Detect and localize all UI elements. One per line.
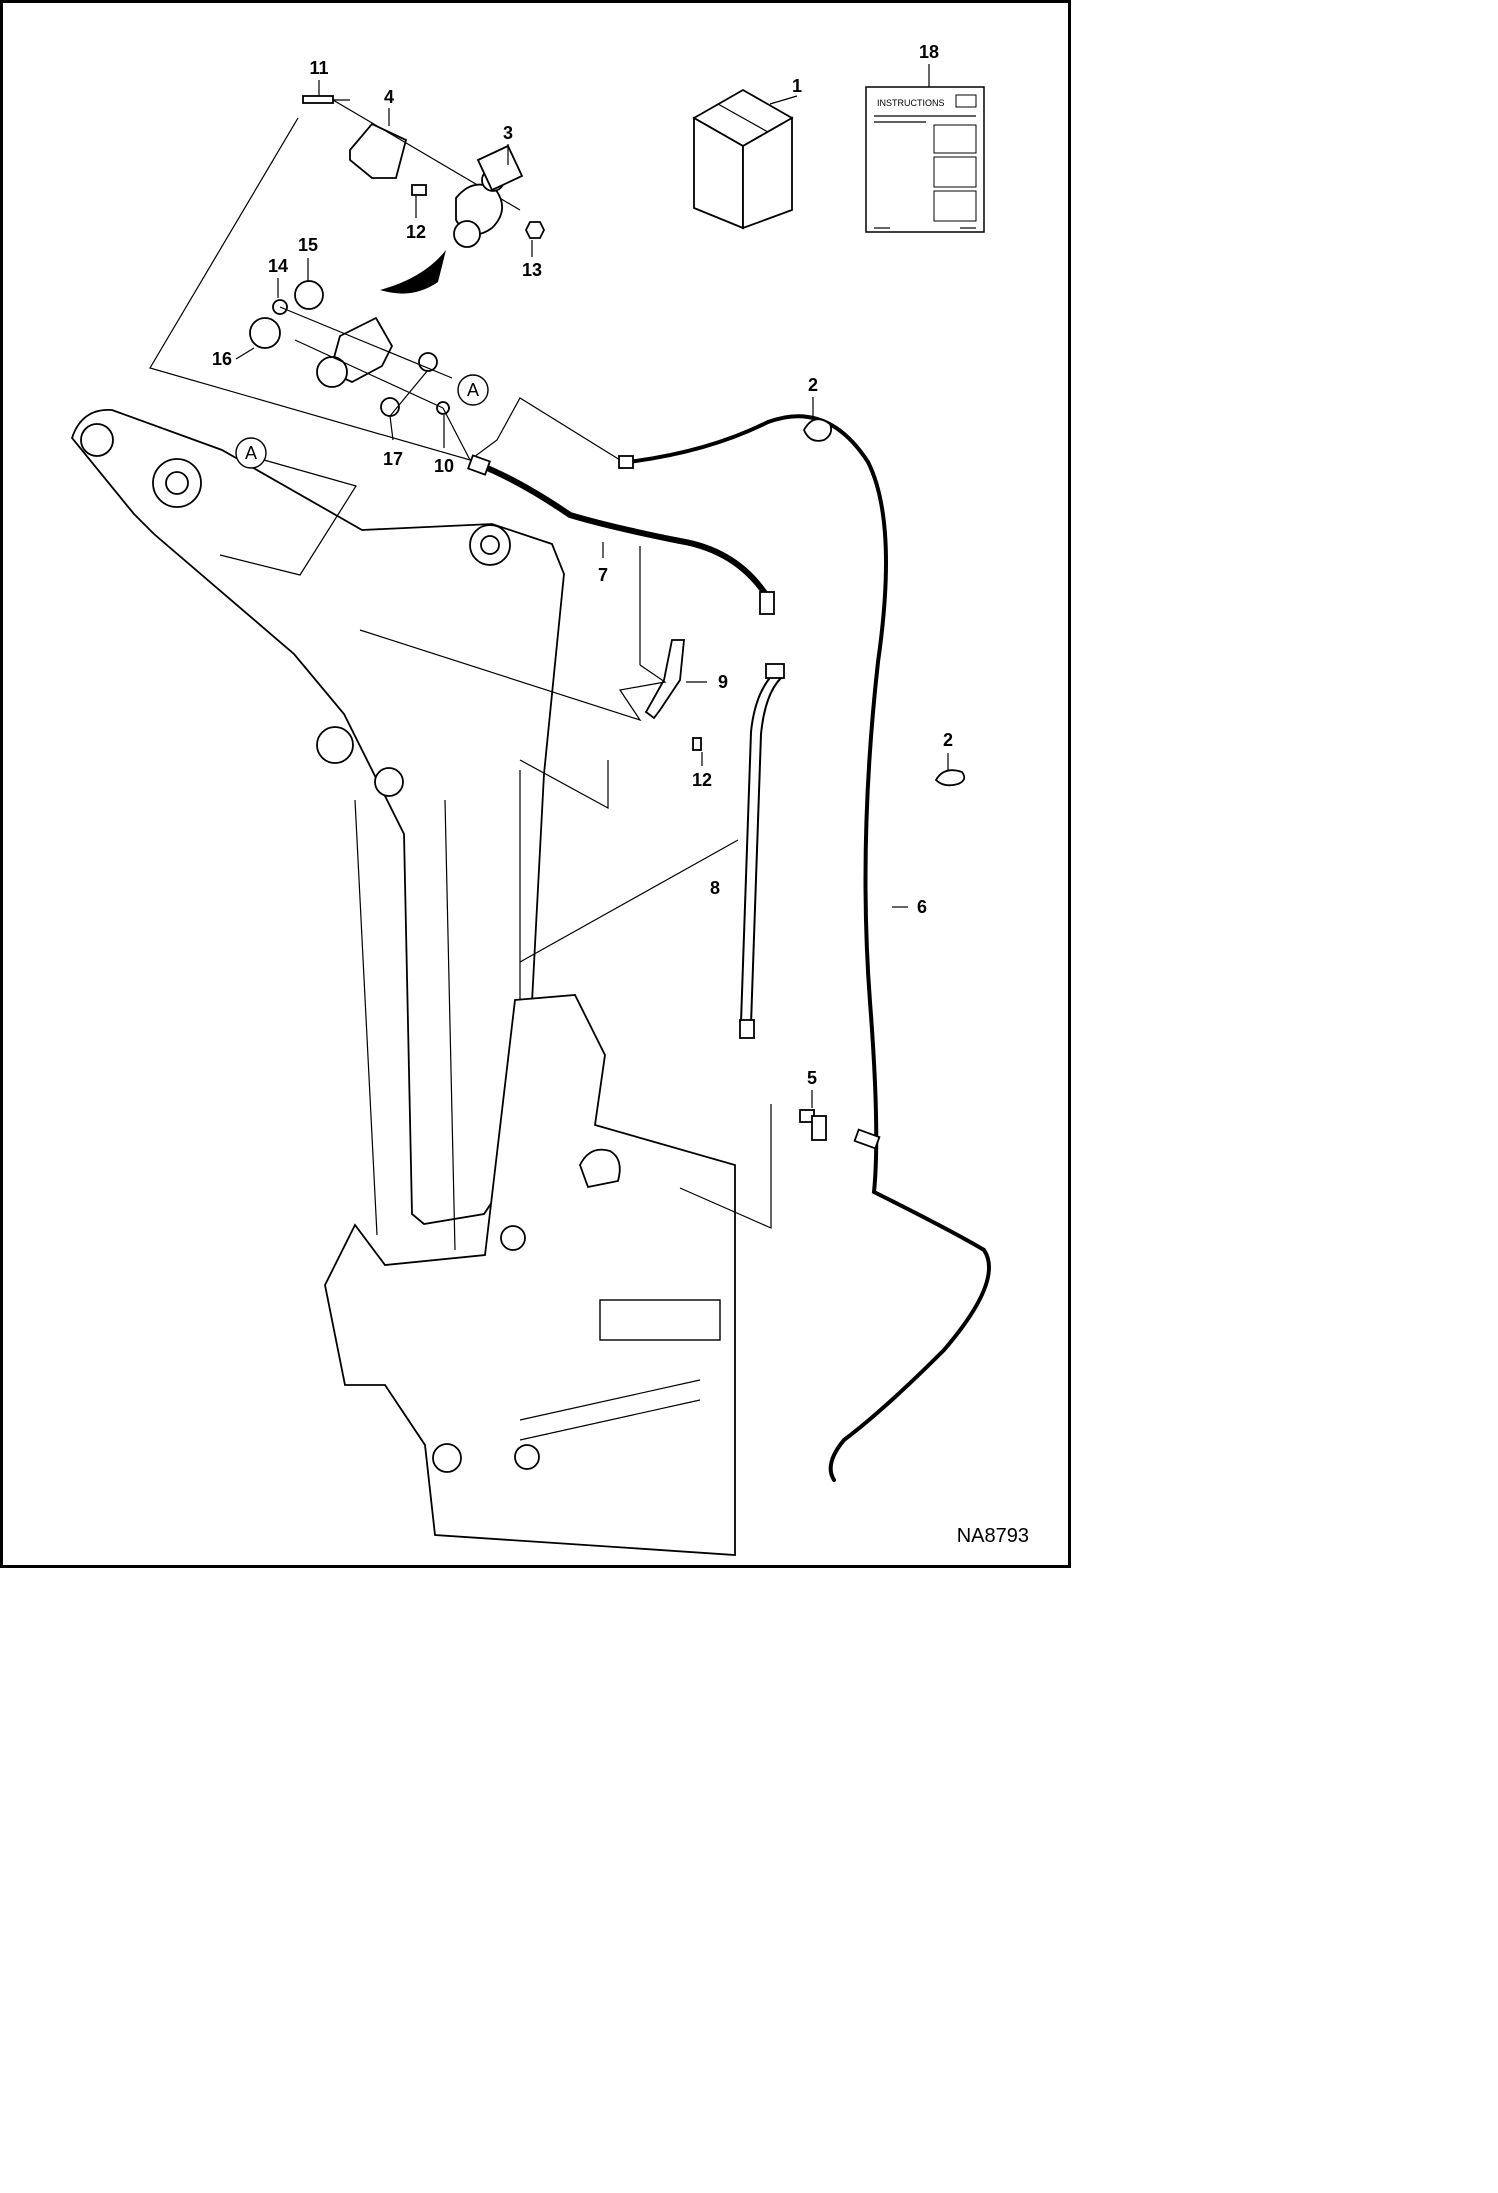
callout-18: 18 bbox=[919, 42, 939, 62]
callout-1: 1 bbox=[792, 76, 802, 96]
excavator-boom bbox=[70, 409, 565, 1251]
clamp-2b bbox=[934, 769, 966, 787]
callout-5: 5 bbox=[807, 1068, 817, 1088]
tee-fitting-5 bbox=[679, 1104, 827, 1229]
callout-12b: 12 bbox=[692, 770, 712, 790]
bracket-9 bbox=[644, 639, 685, 720]
detail-ref-a2: A bbox=[235, 437, 267, 469]
parts-diagram: INSTRUCTIONS bbox=[70, 42, 991, 1556]
callout-17: 17 bbox=[383, 449, 403, 469]
svg-text:A: A bbox=[245, 443, 257, 463]
document-code: NA8793 bbox=[956, 1525, 1029, 1547]
callout-2a: 2 bbox=[808, 375, 818, 395]
callout-16: 16 bbox=[212, 349, 232, 369]
detail-a-frame bbox=[219, 459, 357, 576]
detail-ref-a1: A bbox=[457, 374, 489, 406]
instructions-sheet: INSTRUCTIONS bbox=[865, 86, 985, 233]
tube-8-leader bbox=[519, 839, 739, 963]
callout-13: 13 bbox=[522, 260, 542, 280]
callout-12a: 12 bbox=[406, 222, 426, 242]
callout-15: 15 bbox=[298, 235, 318, 255]
callout-2b: 2 bbox=[943, 730, 953, 750]
valve-assembly-upper bbox=[302, 95, 546, 294]
chassis bbox=[324, 994, 736, 1556]
callout-leaders bbox=[235, 64, 949, 1108]
bracket-leader-2 bbox=[519, 759, 609, 810]
callout-14: 14 bbox=[268, 256, 288, 276]
explosion-leader bbox=[149, 117, 621, 461]
svg-text:A: A bbox=[467, 380, 479, 400]
hose-7 bbox=[477, 462, 773, 604]
instructions-title: INSTRUCTIONS bbox=[877, 98, 945, 108]
clamp-2a bbox=[802, 418, 833, 442]
callout-4: 4 bbox=[384, 87, 394, 107]
callout-9: 9 bbox=[718, 672, 728, 692]
tube-8-edge bbox=[750, 677, 782, 1025]
callout-6: 6 bbox=[917, 897, 927, 917]
callout-11: 11 bbox=[309, 58, 328, 78]
kit-box bbox=[692, 88, 794, 230]
bracket-leader bbox=[359, 629, 667, 722]
callout-10: 10 bbox=[434, 456, 454, 476]
callout-8: 8 bbox=[710, 878, 720, 898]
callout-3: 3 bbox=[503, 123, 513, 143]
valve-assembly-lower bbox=[249, 280, 471, 461]
callout-7: 7 bbox=[598, 565, 608, 585]
